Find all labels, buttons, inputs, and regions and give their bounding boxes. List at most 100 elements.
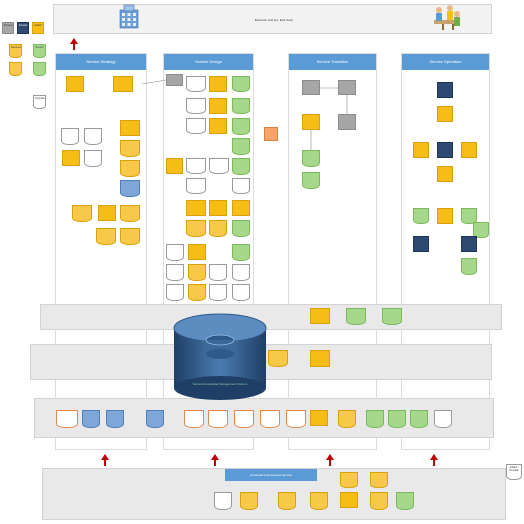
design-template — [186, 118, 206, 134]
column-title: Service Design — [164, 54, 253, 70]
strategy-template — [61, 128, 79, 145]
strategy-document — [120, 140, 140, 157]
transition-artifact — [302, 114, 320, 130]
side-note: Artifact / Template — [506, 464, 522, 480]
operation-artifact — [461, 142, 477, 158]
legend-template: Template — [33, 95, 46, 109]
band1-record — [382, 308, 402, 325]
building-icon — [118, 4, 140, 30]
bottom-artifact — [340, 492, 358, 508]
legend-label: Template — [35, 97, 45, 100]
column-title: Service Operation — [402, 54, 489, 70]
design-artifact — [209, 98, 227, 114]
strategy-document — [120, 205, 140, 222]
transition-process — [302, 80, 320, 95]
bottom-document — [310, 492, 328, 510]
strategy-artifact — [66, 76, 84, 92]
transition-record — [302, 150, 320, 167]
strategy-document — [120, 228, 140, 245]
band3-template — [286, 410, 306, 428]
design-template — [209, 158, 229, 174]
legend: Process Internal Artifact Document Recor… — [1, 20, 47, 115]
strategy-artifact — [113, 76, 133, 92]
users-icon — [430, 2, 464, 32]
design-record — [232, 158, 250, 175]
strategy-document — [96, 228, 116, 245]
operation-internal — [461, 236, 477, 252]
operation-artifact — [413, 142, 429, 158]
legend-internal: Internal — [17, 22, 29, 34]
band2-artifact — [310, 350, 330, 367]
design-template — [186, 178, 206, 194]
legend-record-2 — [33, 62, 46, 76]
design-record — [232, 118, 250, 135]
operation-artifact — [437, 208, 453, 224]
legend-label: Document — [11, 46, 22, 49]
legend-process: Process — [2, 22, 14, 34]
orange-artifact — [264, 127, 278, 141]
knowledge-database-label: Service Knowledge Management System — [192, 382, 248, 386]
column-service-strategy: Service Strategy — [55, 53, 147, 450]
strategy-artifact — [120, 120, 140, 136]
design-artifact — [188, 244, 206, 260]
bottom-document — [370, 492, 388, 510]
design-artifact — [232, 200, 250, 216]
bottom-record — [396, 492, 414, 510]
band3-record — [366, 410, 384, 428]
legend-artifact: Artifact — [32, 22, 44, 34]
transition-process — [338, 80, 356, 95]
design-process — [166, 74, 183, 86]
design-artifact — [209, 76, 227, 92]
legend-document-2 — [9, 62, 22, 76]
strategy-template — [84, 128, 102, 145]
band2-document — [268, 350, 288, 367]
band1-record — [346, 308, 366, 325]
legend-label: Process — [4, 24, 13, 27]
design-document — [188, 284, 206, 301]
strategy-blue-document — [120, 180, 140, 197]
design-document — [188, 264, 206, 281]
legend-label: Record — [35, 46, 44, 49]
design-template — [232, 284, 250, 301]
design-template — [186, 98, 206, 114]
design-record — [232, 220, 250, 237]
design-record — [232, 98, 250, 114]
legend-label: Artifact — [34, 24, 42, 27]
design-document — [209, 220, 227, 237]
design-artifact — [186, 200, 206, 216]
connector-lines — [141, 79, 167, 85]
up-arrow — [101, 454, 109, 466]
transition-record — [302, 172, 320, 189]
operation-record — [473, 222, 489, 238]
up-arrow — [211, 454, 219, 466]
column-title: Service Transition — [289, 54, 376, 70]
band1-artifact — [310, 308, 330, 324]
design-artifact — [166, 158, 183, 174]
bottom-title: Continual Improvement Service — [225, 469, 317, 481]
design-template — [232, 178, 250, 194]
operation-record — [461, 208, 477, 224]
knowledge-database: Service Knowledge Management System — [170, 312, 270, 402]
design-template — [209, 284, 227, 301]
band3-record — [410, 410, 428, 428]
band3-artifact — [310, 410, 328, 426]
operation-artifact — [437, 106, 453, 122]
strategy-artifact — [62, 150, 80, 166]
band3-template — [434, 410, 452, 428]
operation-internal — [413, 236, 429, 252]
legend-record: Record — [33, 44, 46, 58]
band3-blue-document — [82, 410, 100, 428]
band3-blue-document — [146, 410, 164, 428]
band3-template — [184, 410, 204, 428]
band3-template — [260, 410, 280, 428]
design-template — [166, 284, 184, 301]
design-record — [232, 76, 250, 92]
band3-template — [56, 410, 78, 428]
up-arrow — [326, 454, 334, 466]
operation-internal — [437, 82, 453, 98]
transition-connectors — [310, 87, 348, 150]
banner-title: Business Unit (ex. End User) — [254, 18, 294, 22]
design-template — [166, 244, 184, 261]
operation-record — [413, 208, 429, 224]
design-artifact — [209, 200, 227, 216]
